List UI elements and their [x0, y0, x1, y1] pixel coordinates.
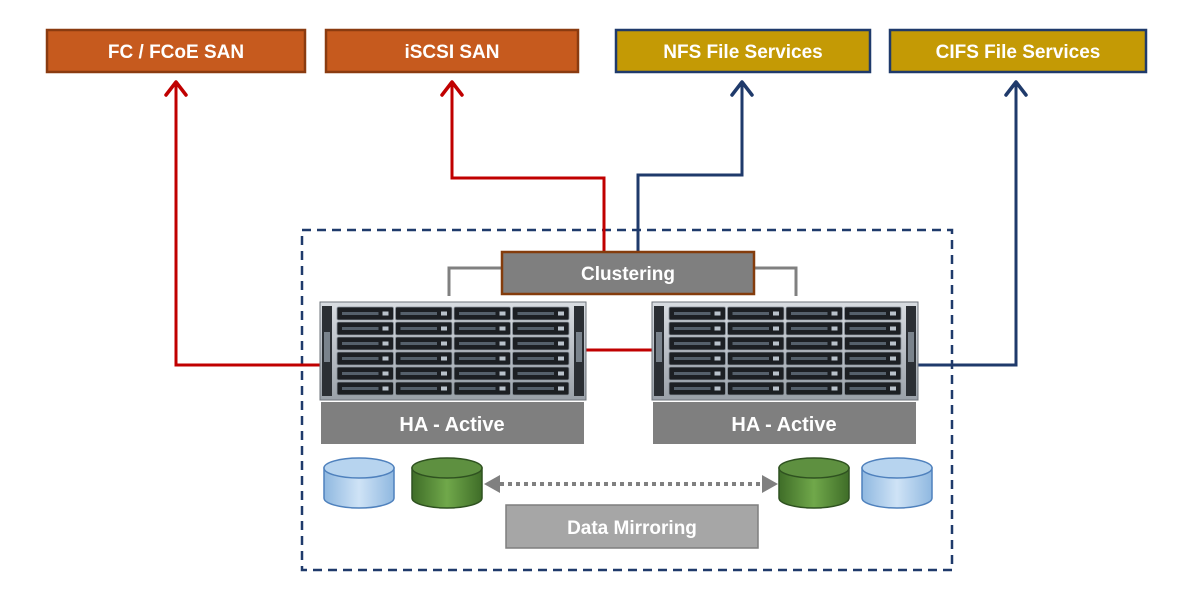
protocol-boxes: FC / FCoE SAN iSCSI SAN NFS File Services C…	[45, 28, 1148, 74]
data-mirroring-label: Data Mirroring	[567, 518, 697, 539]
nfs-arrowhead	[730, 80, 754, 97]
disk-right-blue	[861, 457, 933, 509]
protocol-label-0: FC / FCoE SAN	[108, 42, 244, 63]
ha-node-left-label: HA - Active	[399, 414, 504, 436]
disk-right-green	[778, 457, 850, 509]
clustering-box: Clustering	[500, 250, 756, 296]
disk-left-green	[411, 457, 483, 509]
nfs-connection-line	[636, 84, 744, 252]
server-racks	[319, 301, 919, 401]
protocol-box-3: CIFS File Services	[888, 28, 1148, 74]
fc-arrowhead	[164, 80, 188, 97]
data-mirroring-box: Data Mirroring	[505, 504, 759, 549]
cifs-connection-line	[918, 84, 1018, 367]
protocol-box-0: FC / FCoE SAN	[45, 28, 307, 74]
fc-connection-line	[174, 84, 320, 367]
server-rack-right	[651, 301, 919, 401]
protocol-box-2: NFS File Services	[614, 28, 872, 74]
disks	[323, 457, 933, 509]
iscsi-connection-line	[450, 84, 606, 252]
ha-node-right-label: HA - Active	[731, 414, 836, 436]
iscsi-arrowhead	[440, 80, 464, 97]
protocol-label-1: iSCSI SAN	[404, 42, 499, 63]
mirroring-arrow	[484, 475, 778, 493]
ha-node-left: HA - Active	[321, 402, 584, 444]
protocol-box-1: iSCSI SAN	[324, 28, 580, 74]
cifs-arrowhead	[1004, 80, 1028, 97]
arrowheads	[164, 80, 1028, 97]
ha-node-right: HA - Active	[653, 402, 916, 444]
server-rack-left	[319, 301, 587, 401]
disk-left-blue	[323, 457, 395, 509]
protocol-label-3: CIFS File Services	[936, 42, 1101, 63]
protocol-label-2: NFS File Services	[663, 42, 822, 63]
clustering-label: Clustering	[581, 264, 675, 285]
